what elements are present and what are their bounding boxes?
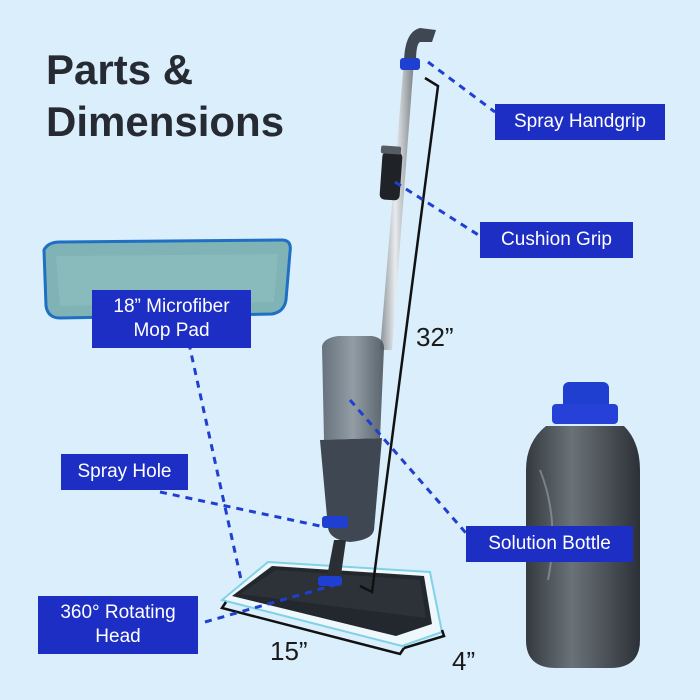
label-spray-hole: Spray Hole bbox=[61, 454, 188, 490]
label-rotating-head-line-1: 360° Rotating bbox=[60, 602, 176, 623]
title-line-2: Dimensions bbox=[46, 98, 285, 145]
solution-bottle-image bbox=[526, 382, 640, 668]
label-mop-pad-line-2: Mop Pad bbox=[133, 320, 210, 341]
mop-head-image bbox=[219, 560, 444, 648]
label-mop-pad: 18” Microfiber Mop Pad bbox=[92, 290, 251, 348]
label-cushion-grip: Cushion Grip bbox=[480, 222, 633, 258]
title-line-1: Parts & bbox=[46, 46, 194, 93]
dimension-height: 32” bbox=[416, 322, 454, 352]
label-mop-pad-line-1: 18” Microfiber bbox=[113, 296, 230, 317]
label-rotating-head-line-2: Head bbox=[95, 626, 141, 647]
page-title: Parts & Dimensions bbox=[46, 44, 284, 148]
label-solution-bottle: Solution Bottle bbox=[466, 526, 633, 562]
mop-pole-image bbox=[318, 28, 436, 586]
dimension-lines bbox=[219, 76, 446, 656]
label-spray-handgrip: Spray Handgrip bbox=[495, 104, 665, 140]
dimension-depth: 4” bbox=[452, 646, 476, 676]
dimension-width: 15” bbox=[270, 636, 308, 666]
leader-lines bbox=[159, 60, 496, 624]
label-rotating-head: 360° Rotating Head bbox=[38, 596, 198, 654]
